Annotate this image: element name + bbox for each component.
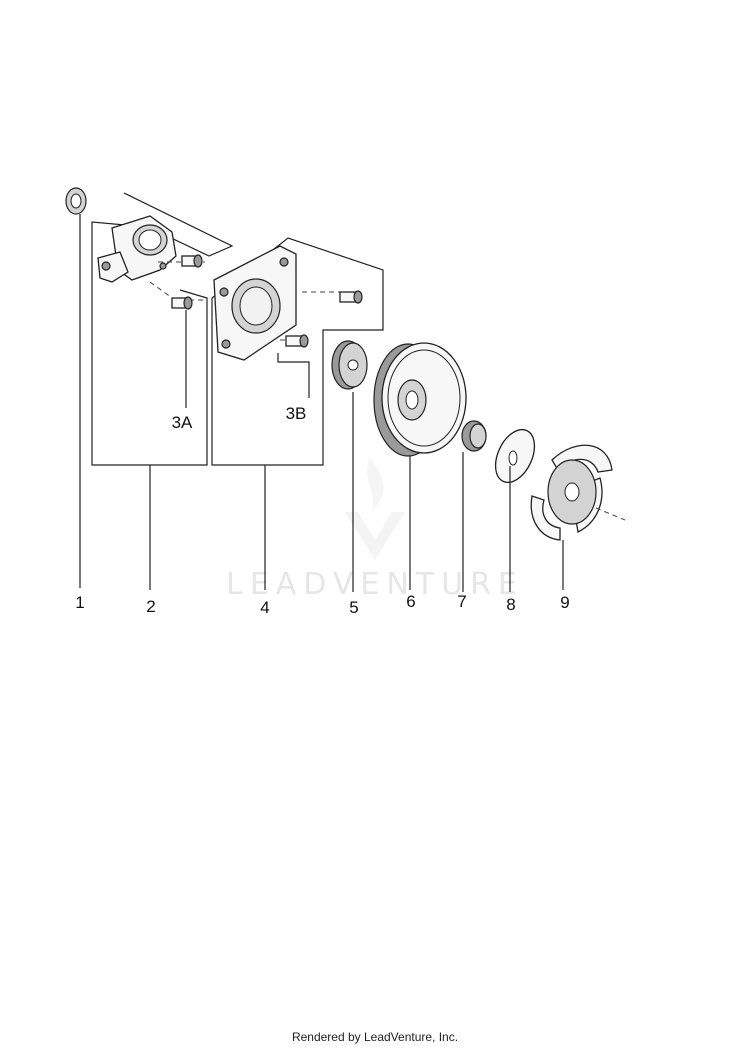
callout-4: 4 <box>260 598 269 617</box>
part-6-clutch-drum <box>373 342 467 457</box>
callout-6: 6 <box>406 592 415 611</box>
footer-credit: Rendered by LeadVenture, Inc. <box>291 1030 459 1044</box>
callout-2: 2 <box>146 597 155 616</box>
part-7-bearing <box>461 420 487 452</box>
part-5-sprocket <box>331 340 368 390</box>
callout-3b: 3B <box>286 404 307 423</box>
callout-8: 8 <box>506 595 515 614</box>
callout-9: 9 <box>560 593 569 612</box>
part-2-housing <box>97 215 177 283</box>
watermark-text: LEADVENTURE <box>226 567 524 602</box>
leader-3b <box>277 353 310 398</box>
callout-5: 5 <box>349 598 358 617</box>
callout-3a: 3A <box>172 413 193 432</box>
callout-7: 7 <box>457 592 466 611</box>
part-3b-screws <box>280 290 363 348</box>
part-4-plate <box>213 245 297 361</box>
callout-1: 1 <box>75 593 84 612</box>
watermark-logo <box>345 458 405 560</box>
bracket-2 <box>91 192 234 466</box>
part-9-clutch <box>530 444 626 541</box>
part-8-washer <box>494 428 536 484</box>
part-3a-screws <box>149 254 205 310</box>
part-1-washer <box>65 187 87 215</box>
